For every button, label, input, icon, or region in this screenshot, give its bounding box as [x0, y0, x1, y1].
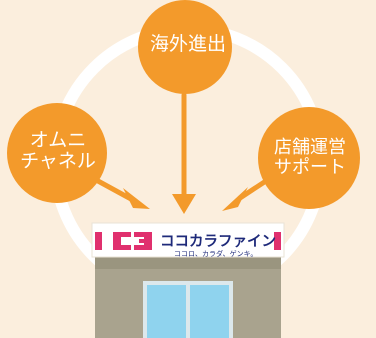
- label-store-support-line1: 店舗運営: [274, 137, 346, 158]
- sign-accent-left: [95, 232, 102, 250]
- bubble-overseas: [138, 0, 232, 94]
- store-logo-tagline: ココロ、カラダ、ゲンキ。: [174, 250, 258, 258]
- sign-accent-right: [274, 232, 281, 250]
- bubble-store-support: [258, 107, 360, 209]
- signboard: [91, 222, 285, 258]
- label-omnichannel: オムニ チャネル: [8, 129, 108, 173]
- label-overseas: 海外進出: [149, 33, 226, 55]
- label-omnichannel-line1: オムニ: [29, 129, 87, 151]
- brand-logo-icon: [113, 232, 152, 250]
- label-store-support: 店舗運営 サポート: [258, 137, 362, 179]
- bubble-omnichannel: [7, 103, 107, 203]
- arrow-down-icon: [172, 92, 196, 214]
- door-left: [147, 285, 186, 338]
- building-band: [95, 255, 281, 269]
- arrow-down-right-icon: [95, 178, 150, 209]
- store-building: [95, 255, 281, 338]
- store-logo-name: ココカラファイン: [160, 234, 276, 250]
- door-right: [190, 285, 229, 338]
- label-store-support-line2: サポート: [274, 157, 346, 179]
- label-omnichannel-line2: チャネル: [20, 150, 96, 173]
